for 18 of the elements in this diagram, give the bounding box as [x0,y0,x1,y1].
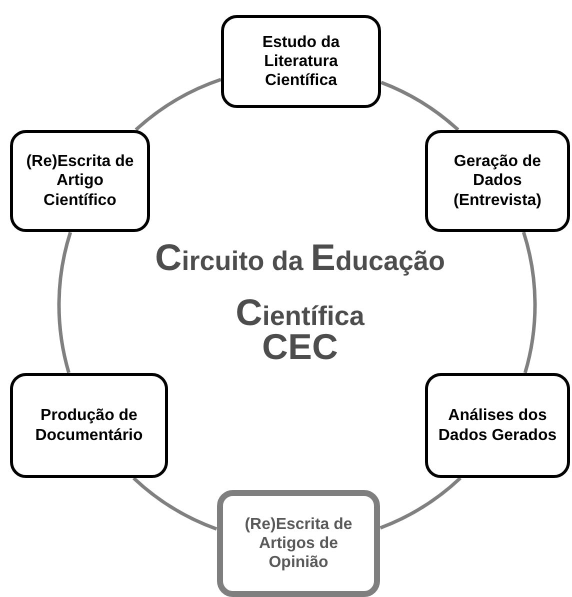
cycle-connector [380,80,460,132]
step-label: Geração de Dados (Entrevista) [452,152,543,210]
cycle-connector [132,476,218,531]
step-label: (Re)Escrita de Artigo Científico [25,152,135,210]
process-box [221,15,381,108]
cycle-connector [58,232,72,374]
process-box [10,373,168,478]
cycle-connector [134,78,222,132]
process-box [10,130,150,232]
step-label: Análises dos Dados Gerados [437,406,558,445]
process-box [425,130,570,232]
cycle-connector [380,476,462,530]
process-box [217,490,380,597]
cycle-connector [522,232,536,374]
step-label: (Re)Escrita de Artigos de Opinião [244,514,354,572]
step-label: Produção de Documentário [34,406,144,445]
step-label: Estudo da Literatura Científica [261,32,341,90]
process-box [425,373,570,478]
